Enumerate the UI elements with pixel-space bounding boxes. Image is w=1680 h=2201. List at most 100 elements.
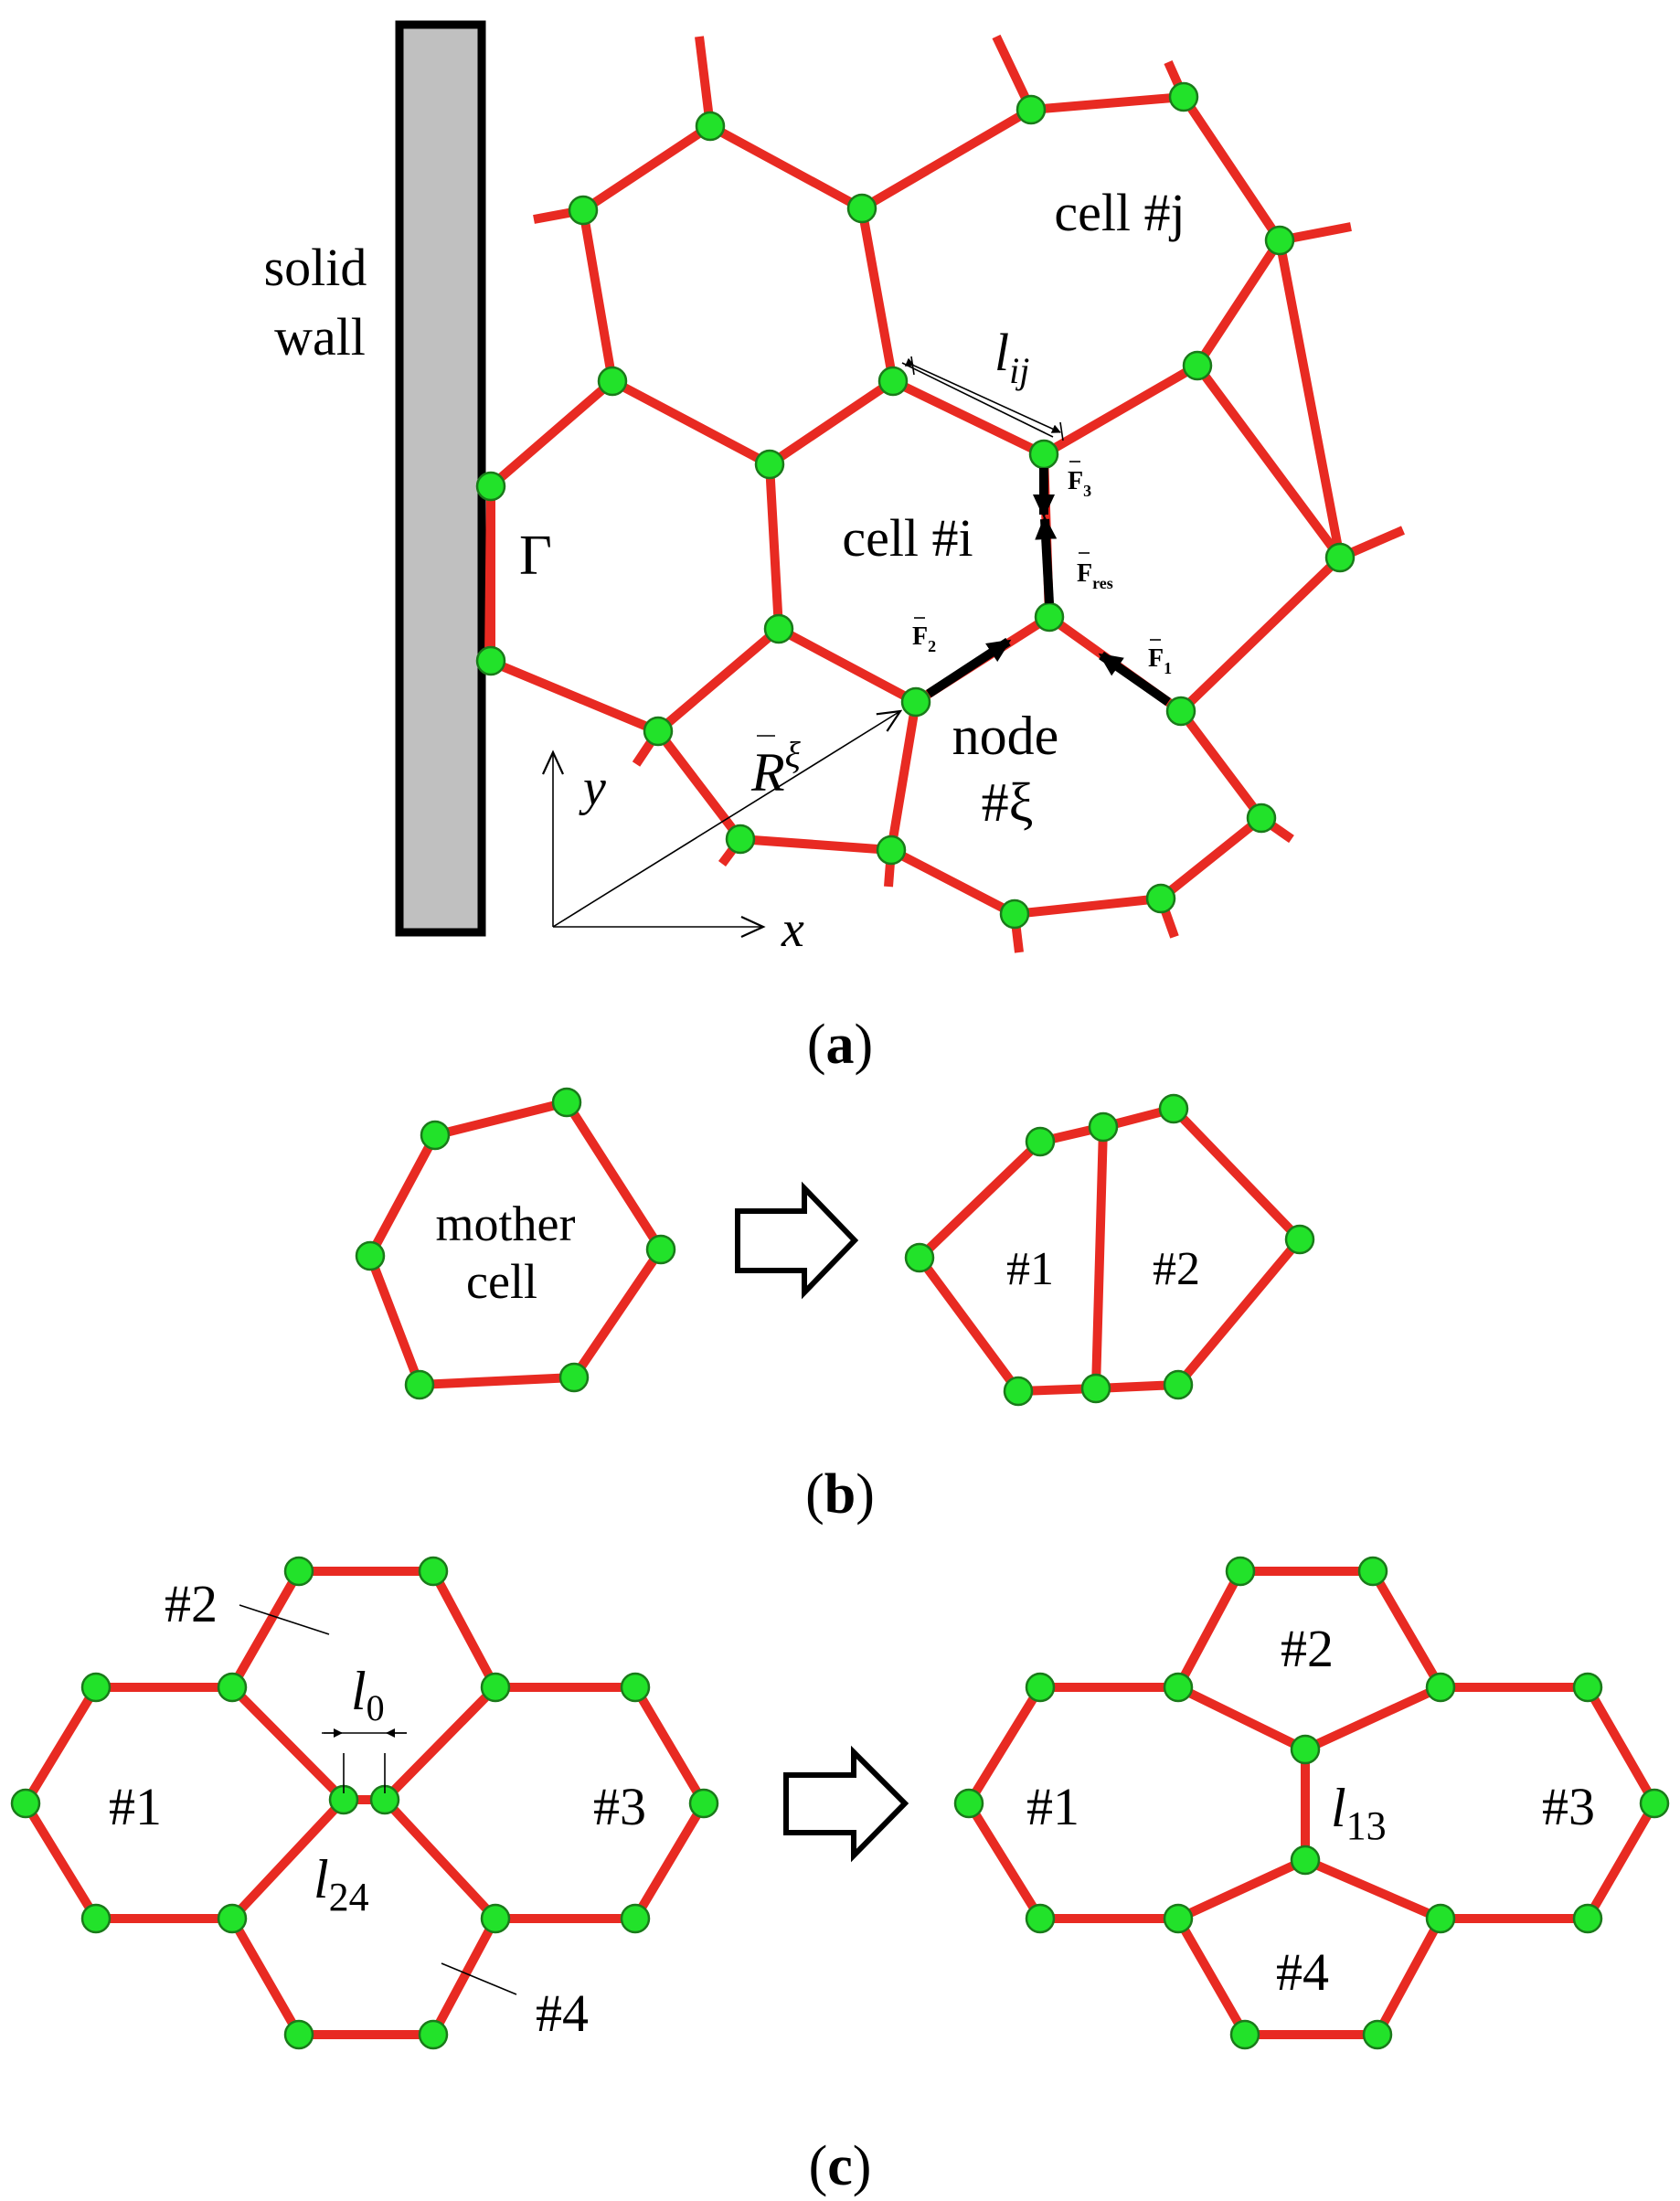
solid-wall [395,20,486,937]
node [877,366,909,397]
division-arrow [735,1181,859,1300]
svg-text:F2: F2 [912,622,936,655]
node [404,1369,435,1400]
panel-a-nodes [475,81,1356,930]
gamma-label: Γ [519,525,552,587]
node [688,1788,719,1819]
node [597,366,628,397]
r-sup: ξ [785,734,802,775]
daughter-cell-2-label: #2 [1153,1243,1200,1295]
caption-paren: ) [856,1463,875,1526]
fres-sub: res [1092,574,1113,592]
cell-j-label: cell #j [1054,183,1185,242]
node [418,2019,449,2050]
node [1015,94,1047,125]
f3-label: F3 [1068,461,1091,500]
l13-main: l [1331,1778,1346,1838]
svg-text:Rξ: Rξ [750,734,802,803]
node [1572,1903,1603,1934]
caption-a: (a) [807,1014,873,1076]
force-f2-arrow [926,637,1012,698]
mother-cell-label: cell [466,1254,537,1309]
node [420,1120,451,1151]
node [1163,1672,1194,1703]
node [1264,225,1295,256]
svg-text:F3: F3 [1068,467,1091,500]
node [1088,1111,1119,1143]
force-fres-arrow [1035,516,1058,604]
node-xi-label: #ξ [982,772,1034,833]
cell-i-label: cell #i [842,508,973,568]
node [620,1903,651,1934]
left-cell-1-label: #1 [109,1777,162,1836]
panel-c: #1 #2 #3 #4 l0 l24 [10,1556,1670,2197]
fres-label: Fres [1077,552,1113,592]
node [480,1672,511,1703]
lij-label: lij [994,323,1029,391]
node [1025,1903,1056,1934]
cell-2-leader [239,1604,330,1635]
node [1165,696,1196,727]
node [953,1788,984,1819]
node [80,1903,112,1934]
node [1572,1672,1603,1703]
node [1163,1369,1194,1400]
node [1028,439,1059,470]
node-xi [900,686,931,718]
node [1145,883,1176,914]
f3-sub: 3 [1083,482,1091,500]
node [695,111,726,142]
daughter-cell-1-label: #1 [1006,1243,1054,1295]
node [283,2019,314,2050]
svg-text:Fres: Fres [1077,559,1113,592]
node [558,1362,590,1393]
caption-letter: a [826,1014,855,1076]
l0-label: l0 [351,1661,385,1728]
panel-c-left-nodes [10,1556,719,2050]
node [1225,1556,1256,1587]
node [217,1672,248,1703]
caption-paren: ) [853,2135,872,2197]
caption-c: (c) [809,2135,872,2197]
caption-paren: ( [809,2135,828,2197]
lij-dimension [901,356,1064,441]
panel-c-right-nodes [953,1556,1670,2050]
node [475,471,506,502]
y-axis-label: y [579,760,606,816]
caption-paren: ( [805,1463,824,1526]
node [1182,350,1213,381]
node [1163,1903,1194,1934]
node [475,645,506,676]
solid-wall-label: solid [264,238,367,297]
x-axis-label: x [781,901,804,958]
f2-main: F [912,622,928,651]
right-cell-2-label: #2 [1281,1619,1334,1678]
fres-main: F [1077,559,1092,588]
node [568,195,599,226]
panel-b: mother cell #1 #2 (b) [355,1087,1315,1526]
right-cell-1-label: #1 [1026,1777,1079,1836]
node [1290,1734,1321,1765]
caption-paren: ) [855,1014,874,1076]
f1-main: F [1148,644,1164,673]
node-label: node [952,706,1059,766]
node [1284,1224,1315,1255]
node [1357,1556,1388,1587]
node [754,449,785,480]
node [1246,803,1277,834]
svg-text:F1: F1 [1148,644,1172,677]
left-cell-3-label: #3 [593,1777,646,1836]
node [725,824,756,855]
node [1025,1672,1056,1703]
node [645,1234,676,1265]
node [1425,1903,1456,1934]
mother-cell-label: mother [436,1196,576,1251]
r-main: R [750,742,785,803]
right-cell-3-label: #3 [1542,1777,1595,1836]
l0-sub: 0 [367,1687,385,1728]
l0-main: l [351,1661,367,1721]
force-f1-arrow [1098,651,1171,707]
node [1158,1093,1189,1124]
l24-main: l [314,1849,329,1909]
lij-main: l [994,323,1009,382]
